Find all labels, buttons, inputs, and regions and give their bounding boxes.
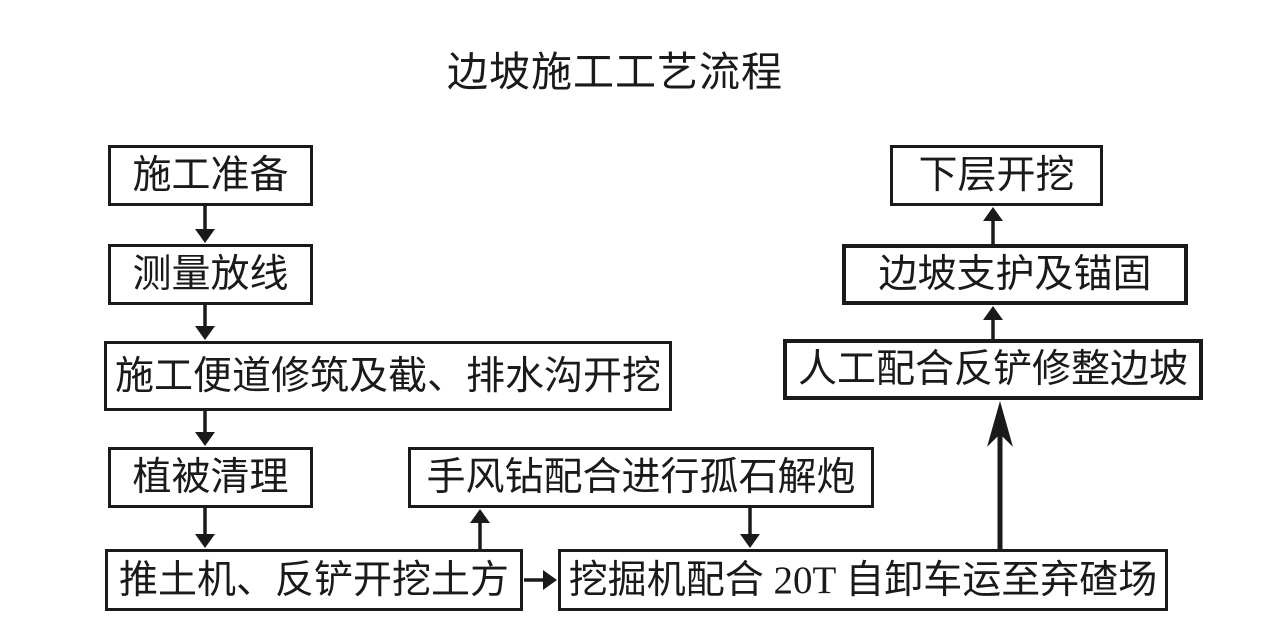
flow-node-vegetation: 植被清理 — [108, 447, 313, 508]
flow-arrow-dozer-to-excavator — [524, 570, 557, 590]
flow-node-label: 手风钻配合进行孤石解炮 — [426, 456, 856, 499]
flow-arrow-drill-to-excavator — [740, 508, 760, 548]
flow-arrow-road-to-vegetation — [195, 411, 215, 446]
flow-arrow-dozer-to-drill — [470, 509, 490, 549]
flow-node-label: 下层开挖 — [918, 154, 1075, 197]
flow-node-prep: 施工准备 — [108, 145, 313, 206]
flow-node-label: 人工配合反铲修整边坡 — [797, 348, 1188, 391]
flow-node-label: 推土机、反铲开挖土方 — [118, 558, 509, 602]
flow-node-excavator: 挖掘机配合 20T 自卸车运至弃碴场 — [558, 549, 1168, 611]
flow-node-dozer: 推土机、反铲开挖土方 — [105, 549, 523, 611]
flow-node-label: 植被清理 — [132, 456, 289, 499]
flow-arrow-excavator-to-trim — [987, 401, 1013, 549]
flow-node-lower: 下层开挖 — [890, 145, 1103, 206]
flow-node-label: 施工准备 — [132, 154, 289, 197]
flow-node-label: 边坡支护及锚固 — [878, 253, 1152, 296]
flow-node-label: 施工便道修筑及截、排水沟开挖 — [114, 354, 661, 398]
flow-node-drill: 手风钻配合进行孤石解炮 — [408, 447, 874, 508]
flow-arrow-vegetation-to-dozer — [195, 508, 215, 548]
flow-arrow-survey-to-road — [195, 305, 215, 340]
flow-arrow-prep-to-survey — [195, 206, 215, 243]
diagram-title: 边坡施工工艺流程 — [447, 49, 783, 95]
flow-node-support: 边坡支护及锚固 — [842, 244, 1188, 305]
flow-node-survey: 测量放线 — [108, 244, 313, 305]
flow-arrow-trim-to-support — [983, 306, 1003, 339]
flow-node-label: 挖掘机配合 20T 自卸车运至弃碴场 — [568, 558, 1158, 602]
flow-node-trim: 人工配合反铲修整边坡 — [783, 339, 1203, 400]
flow-node-road: 施工便道修筑及截、排水沟开挖 — [104, 341, 672, 411]
flow-node-label: 测量放线 — [132, 253, 289, 296]
flow-arrow-support-to-lower — [983, 207, 1003, 244]
